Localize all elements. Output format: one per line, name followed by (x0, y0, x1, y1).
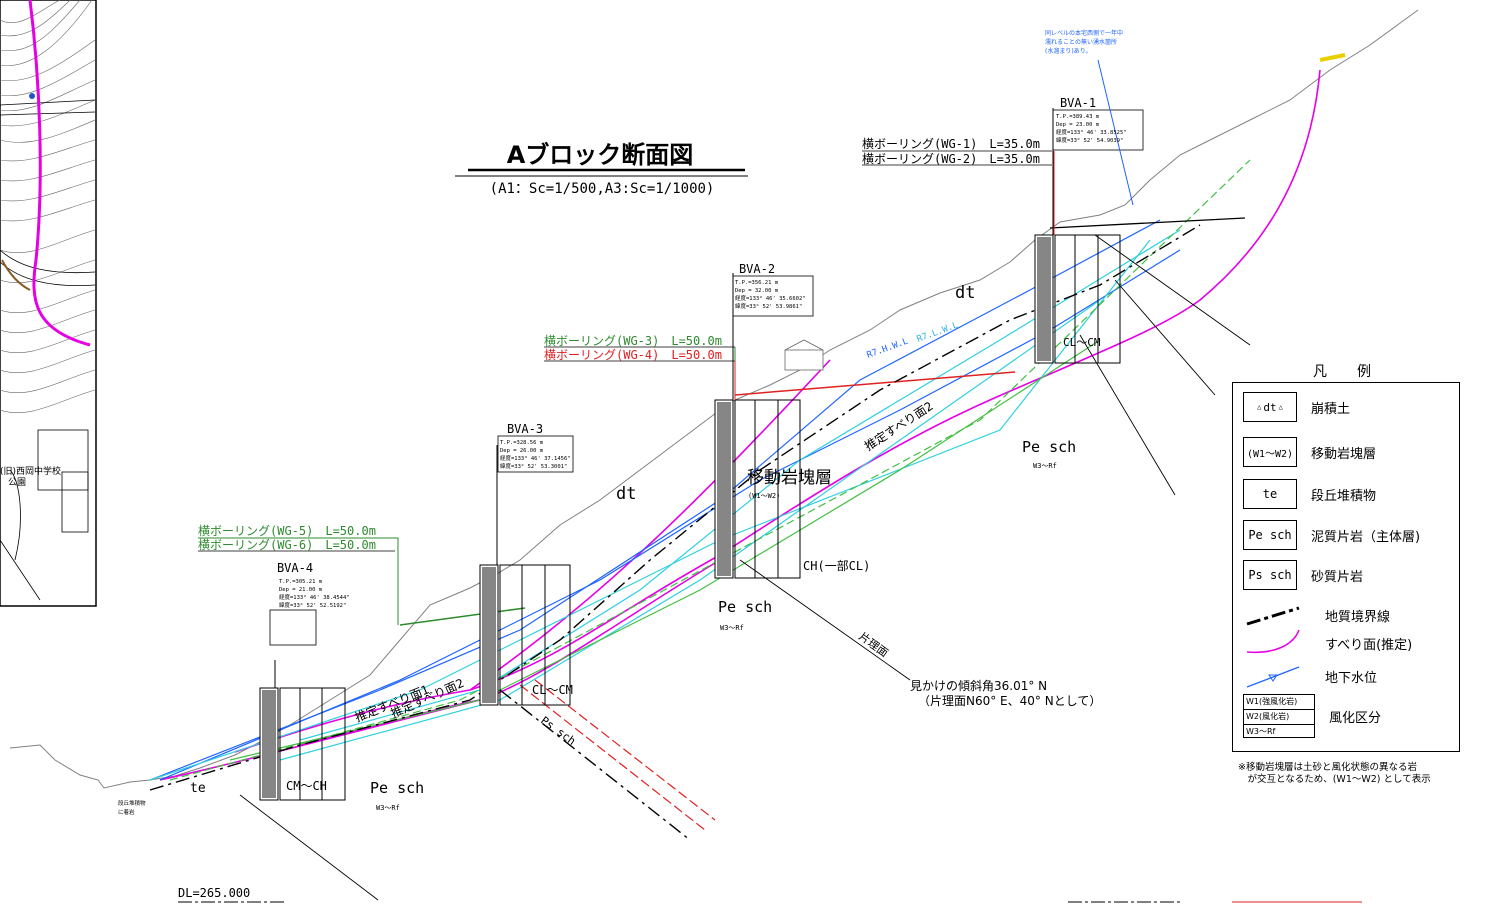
dip-note-line2: （片理面N60° E、40° Nとして） (918, 694, 1101, 708)
weathering-w2: W2(風化岩) (1244, 710, 1314, 725)
wg2-label: 横ボーリング(WG-2) L=35.0m (862, 152, 1040, 166)
wg3-label: 横ボーリング(WG-3) L=50.0m (544, 334, 722, 348)
bva4-name: BVA-4 (277, 561, 313, 575)
borehole-bva4 (259, 609, 346, 801)
legend-item-pelitic-schist: Pe sch 泥質片岩（主体層) (1243, 520, 1420, 550)
terrace-note-2: に着岩 (118, 808, 135, 816)
pe-sch-lower-sub: W3～Rf (376, 804, 400, 812)
title-main: Aブロック断面図 (507, 141, 694, 169)
legend-symbol-weathering: W1(強風化岩) W2(風化岩) W3～Rf (1243, 694, 1315, 738)
legend-item-slip-surface: すべり面(推定) (1243, 628, 1412, 658)
moving-block-sub: (W1～W2) (748, 492, 780, 500)
legend-symbol-pe-sch: Pe sch (1243, 520, 1297, 550)
bva3-info-3: 緯度=33° 52' 53.3001" (500, 462, 567, 470)
legend-item-colluvium: △dt△ 崩積土 (1243, 392, 1350, 422)
terrace-note-1: 段丘堆積物 (118, 799, 146, 807)
legend-item-weathering: W1(強風化岩) W2(風化岩) W3～Rf 風化区分 (1243, 694, 1382, 738)
legend-label-slip-surface: すべり面(推定) (1325, 637, 1413, 653)
bva3-info-1: Dep = 26.00 m (500, 448, 544, 454)
geologic-boundary-line (149, 224, 1201, 791)
wg6-label: 横ボーリング(WG-6) L=50.0m (198, 538, 376, 552)
bva3-info-2: 経度=133° 46' 37.1456" (500, 454, 571, 462)
bva4-info-3: 緯度=33° 52' 52.5192" (279, 601, 346, 609)
pe-sch-lower: Pe sch (370, 779, 424, 797)
slip-surface-icon (1246, 629, 1300, 654)
legend-item-geologic-boundary: 地質境界線 (1243, 600, 1390, 630)
moving-block-label: 移動岩塊層 (747, 468, 832, 488)
weathering-w1: W1(強風化岩) (1244, 695, 1314, 710)
water-note-line1: 同レベルの本宅西側で一年中 (1045, 29, 1123, 37)
ps-sch-label: Ps sch (538, 714, 578, 748)
wg5-label: 横ボーリング(WG-5) L=50.0m (198, 524, 376, 538)
section-title: Aブロック断面図 (A1：Sc=1/500,A3:Sc=1/1000) (455, 141, 748, 197)
legend-label-pelitic-schist: 泥質片岩（主体層) (1311, 529, 1421, 545)
map-park-label: 公園 (8, 477, 26, 488)
legend-label-geologic-boundary: 地質境界線 (1325, 609, 1391, 625)
legend-label-terrace: 段丘堆積物 (1311, 488, 1377, 504)
gw-lwl-label: R7.L.W.L (916, 321, 960, 345)
dt-upper-label: dt (955, 283, 975, 303)
water-note-line3: (水溜まり)あり。 (1045, 47, 1092, 55)
borehole-bva1 (1034, 108, 1144, 364)
legend-label-weathering: 風化区分 (1329, 710, 1382, 726)
legend-label-groundwater: 地下水位 (1325, 670, 1378, 686)
cl-cm-label-lower: CL～CM (532, 683, 573, 697)
legend-item-groundwater: 地下水位 (1243, 661, 1377, 691)
bva2-name: BVA-2 (739, 262, 775, 276)
bva1-info-2: 経度=133° 46' 33.8525" (1056, 128, 1127, 136)
schistosity-label: 片理面 (856, 630, 890, 660)
bva2-info-2: 経度=133° 46' 35.6602" (735, 294, 806, 302)
legend-title: 凡 例 (1313, 364, 1379, 380)
legend: 凡 例 △dt△ 崩積土 (W1～W2) 移動岩塊層 te 段丘堆積物 Pe s… (1232, 364, 1460, 752)
bva4-info-1: Dep = 21.00 m (279, 587, 323, 593)
bva3-name: BVA-3 (507, 422, 543, 436)
legend-symbol-te: te (1243, 479, 1297, 509)
wg1-label: 横ボーリング(WG-1) L=35.0m (862, 137, 1040, 151)
legend-item-terrace: te 段丘堆積物 (1243, 479, 1376, 509)
wg4-label: 横ボーリング(WG-4) L=50.0m (544, 348, 722, 362)
legend-symbol-ps-sch: Ps sch (1243, 560, 1297, 590)
borehole-bva3 (479, 435, 574, 706)
legend-symbol-dt: △dt△ (1243, 392, 1297, 422)
te-label: te (190, 781, 206, 796)
map-school-label: (旧)西岡中学校 (0, 465, 61, 477)
ground-surface-line (9, 9, 1419, 789)
pe-sch-middle-sub: W3～Rf (720, 624, 744, 632)
bva1-name: BVA-1 (1060, 96, 1096, 110)
ch-cl-label: CH(一部CL) (803, 558, 870, 573)
legend-item-moving-block: (W1～W2) 移動岩塊層 (1243, 437, 1376, 467)
bva4-info-2: 経度=133° 46' 38.4544" (279, 593, 350, 601)
legend-note: ※移動岩塊層は土砂と風化状態の異なる岩 が交互となるため、(W1～W2) として… (1238, 762, 1431, 785)
cl-cm-label-upper: CL～CM (1063, 336, 1101, 349)
groundwater-icon (1246, 666, 1300, 688)
datum-level: DL=265.000 (178, 886, 250, 900)
bva1-info-1: Dep = 23.00 m (1056, 122, 1100, 128)
bva1-info-3: 緯度=33° 52' 54.9039" (1056, 136, 1123, 144)
pe-sch-upper: Pe sch (1022, 438, 1076, 456)
water-note-line2: 濡れることの無い湧水箇所 (1045, 38, 1117, 46)
pe-sch-middle: Pe sch (718, 598, 772, 616)
site-plan-fragment: 公園 (旧)西岡中学校 (0, 0, 97, 607)
bva1-info-0: T.P.=389.43 m (1056, 114, 1100, 120)
bva2-info-0: T.P.=356.21 m (735, 280, 779, 286)
borehole-bva2 (714, 273, 814, 579)
legend-label-psammitic-schist: 砂質片岩 (1311, 569, 1364, 585)
cm-ch-label: CM～CH (286, 779, 327, 793)
bva3-info-0: T.P.=328.56 m (500, 440, 544, 446)
bva2-info-3: 緯度=33° 52' 53.9861" (735, 302, 802, 310)
bva4-info-0: T.P.=305.21 m (279, 579, 323, 585)
weathering-w3: W3～Rf (1246, 727, 1276, 736)
pe-sch-upper-sub: W3～Rf (1033, 462, 1057, 470)
legend-label-moving-block: 移動岩塊層 (1311, 446, 1377, 462)
dip-note-line1: 見かけの傾斜角36.01° N (910, 679, 1047, 693)
legend-symbol-moving-block: (W1～W2) (1243, 437, 1297, 467)
geologic-boundary-icon (1246, 606, 1300, 626)
title-scale: (A1：Sc=1/500,A3:Sc=1/1000) (490, 181, 715, 197)
legend-item-psammitic-schist: Ps sch 砂質片岩 (1243, 560, 1363, 590)
bva2-info-1: Dep = 32.00 m (735, 288, 779, 294)
dt-lower-label: dt (616, 484, 636, 504)
legend-label-colluvium: 崩積土 (1311, 401, 1351, 417)
